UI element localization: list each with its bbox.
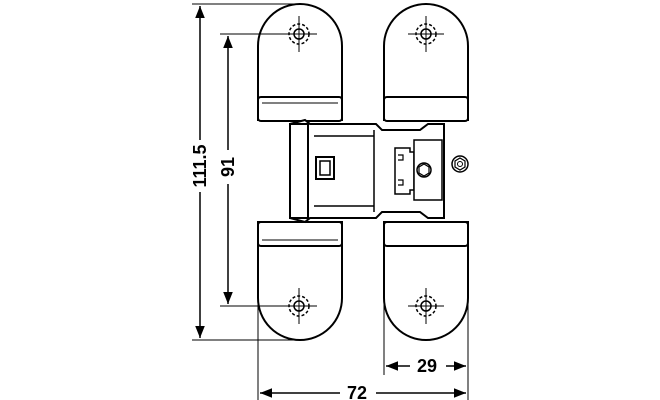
dim-label-hole-spacing: 91 [218,157,238,177]
screw-hole-right-bottom [408,288,444,324]
left-leaf [257,3,343,341]
right-leaf [383,3,469,341]
right-leaf-top-body [383,3,469,121]
dim-label-overall-height: 111.5 [190,144,210,187]
dim-label-overall-width: 72 [347,383,367,400]
left-leaf-bottom-body [257,221,343,341]
screw-hole-right-top [408,16,444,52]
extension-lines [192,3,469,400]
right-top-rail [383,96,469,122]
left-bottom-rail [257,221,343,247]
right-bottom-rail [383,221,469,247]
left-leaf-top-body [257,3,343,121]
right-leaf-bottom-body [383,221,469,341]
left-top-rail [257,96,343,122]
dim-label-leaf-width: 29 [417,356,437,376]
hinge-mechanism [289,118,469,224]
